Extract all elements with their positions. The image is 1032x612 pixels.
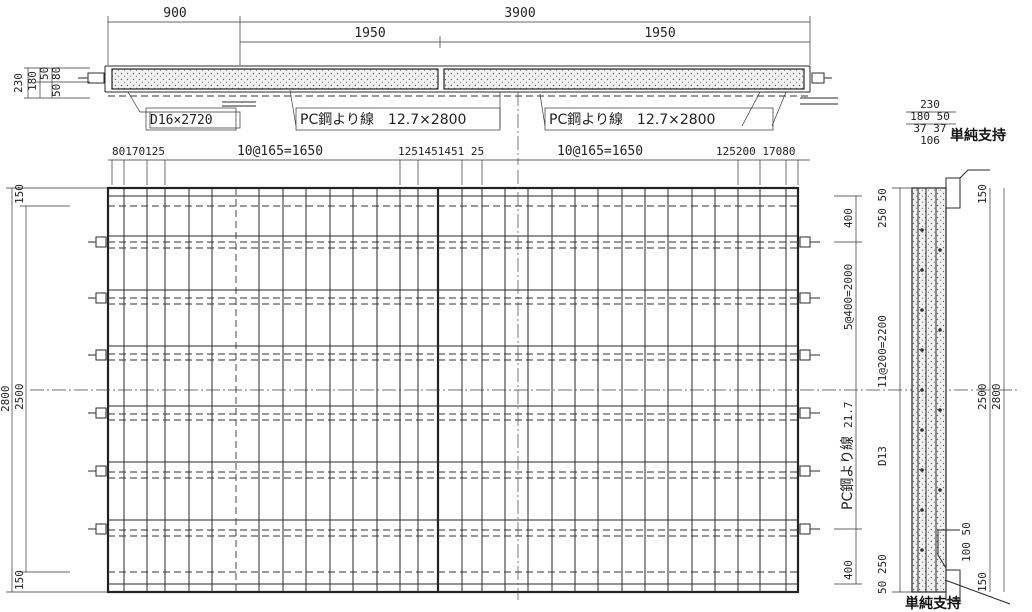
dim-5at400: 5@400=2000 [842, 264, 855, 330]
top-section-view: 900 3900 1950 1950 230 180 50 80 50 [12, 6, 838, 165]
dim-d13: D13 [876, 446, 889, 466]
vertical-rebars [123, 170, 787, 600]
dim-250-50: 250 50 [876, 188, 889, 228]
side-section-view: 230 180 50 37 37 106 単純支持 単純支持 250 50 11… [876, 98, 1011, 612]
label-simple-support-top: 単純支持 [950, 127, 1006, 144]
dim-2500-side: 2500 [976, 384, 989, 411]
dim-80: 80 [50, 67, 63, 80]
dim-2800-side: 2800 [990, 384, 1003, 411]
dim-230: 230 [12, 73, 25, 93]
label-pc-strand-left: PC鋼より線 12.7×2800 [300, 112, 466, 128]
spacing-left: 10@165=1650 [237, 144, 323, 159]
right-vertical-dims: 400 5@400=2000 21.7 PC鋼より線 400 [834, 195, 862, 585]
spacing-right: 10@165=1650 [557, 144, 643, 159]
label-pc-strand-right: PC鋼より線 12.7×2800 [549, 112, 715, 128]
dim-2500-left: 2500 [13, 384, 26, 411]
horizontal-rebars [30, 195, 1020, 585]
dim-50b: 50 [50, 84, 63, 97]
dim-180-50: 180 50 [910, 110, 950, 123]
dim-150-side-top: 150 [976, 184, 989, 204]
side-rebar-dots [920, 228, 942, 552]
dim-150-side-bottom: 150 [976, 572, 989, 592]
right-anchors [799, 236, 820, 535]
dim-50-250: 50 250 [876, 554, 889, 594]
dim-100-50: 100 50 [960, 522, 973, 562]
dim-900: 900 [163, 6, 186, 21]
left-vertical-dims: 2800 2500 150 150 [0, 184, 108, 593]
dim-1950-right: 1950 [644, 26, 675, 41]
slab-section-left [111, 68, 439, 90]
plan-top-ticks [111, 160, 799, 185]
plan-view: 80170125 1251451451 25 125200 17080 10@1… [0, 144, 1020, 600]
bar-offsets-mid: 1251451451 25 [398, 145, 484, 158]
dim-3900: 3900 [504, 6, 535, 21]
dim-1950-left: 1950 [354, 26, 385, 41]
dim-150-top: 150 [13, 184, 26, 204]
dim-400-top: 400 [842, 208, 855, 228]
dim-150-bottom: 150 [13, 570, 26, 590]
dim-180: 180 [26, 71, 39, 91]
bar-offsets-right: 125200 17080 [716, 145, 795, 158]
dim-106: 106 [920, 134, 940, 147]
dim-230-side: 230 [920, 98, 940, 111]
label-simple-support-bottom: 単純支持 [905, 595, 961, 612]
dim-11at200: 11@200=2200 [876, 315, 889, 388]
dim-21-7: 21.7 [842, 402, 855, 429]
bar-offsets-left: 80170125 [112, 145, 165, 158]
dim-400-bottom: 400 [842, 560, 855, 580]
left-anchors [88, 236, 107, 535]
label-pc-strand-vertical: PC鋼より線 [840, 436, 856, 510]
dim-2800-left: 2800 [0, 386, 12, 413]
label-anchor-bar: D16×2720 [150, 113, 213, 128]
dim-50a: 50 [38, 67, 51, 80]
dim-37-37: 37 37 [913, 122, 946, 135]
slab-section-right [443, 68, 805, 90]
